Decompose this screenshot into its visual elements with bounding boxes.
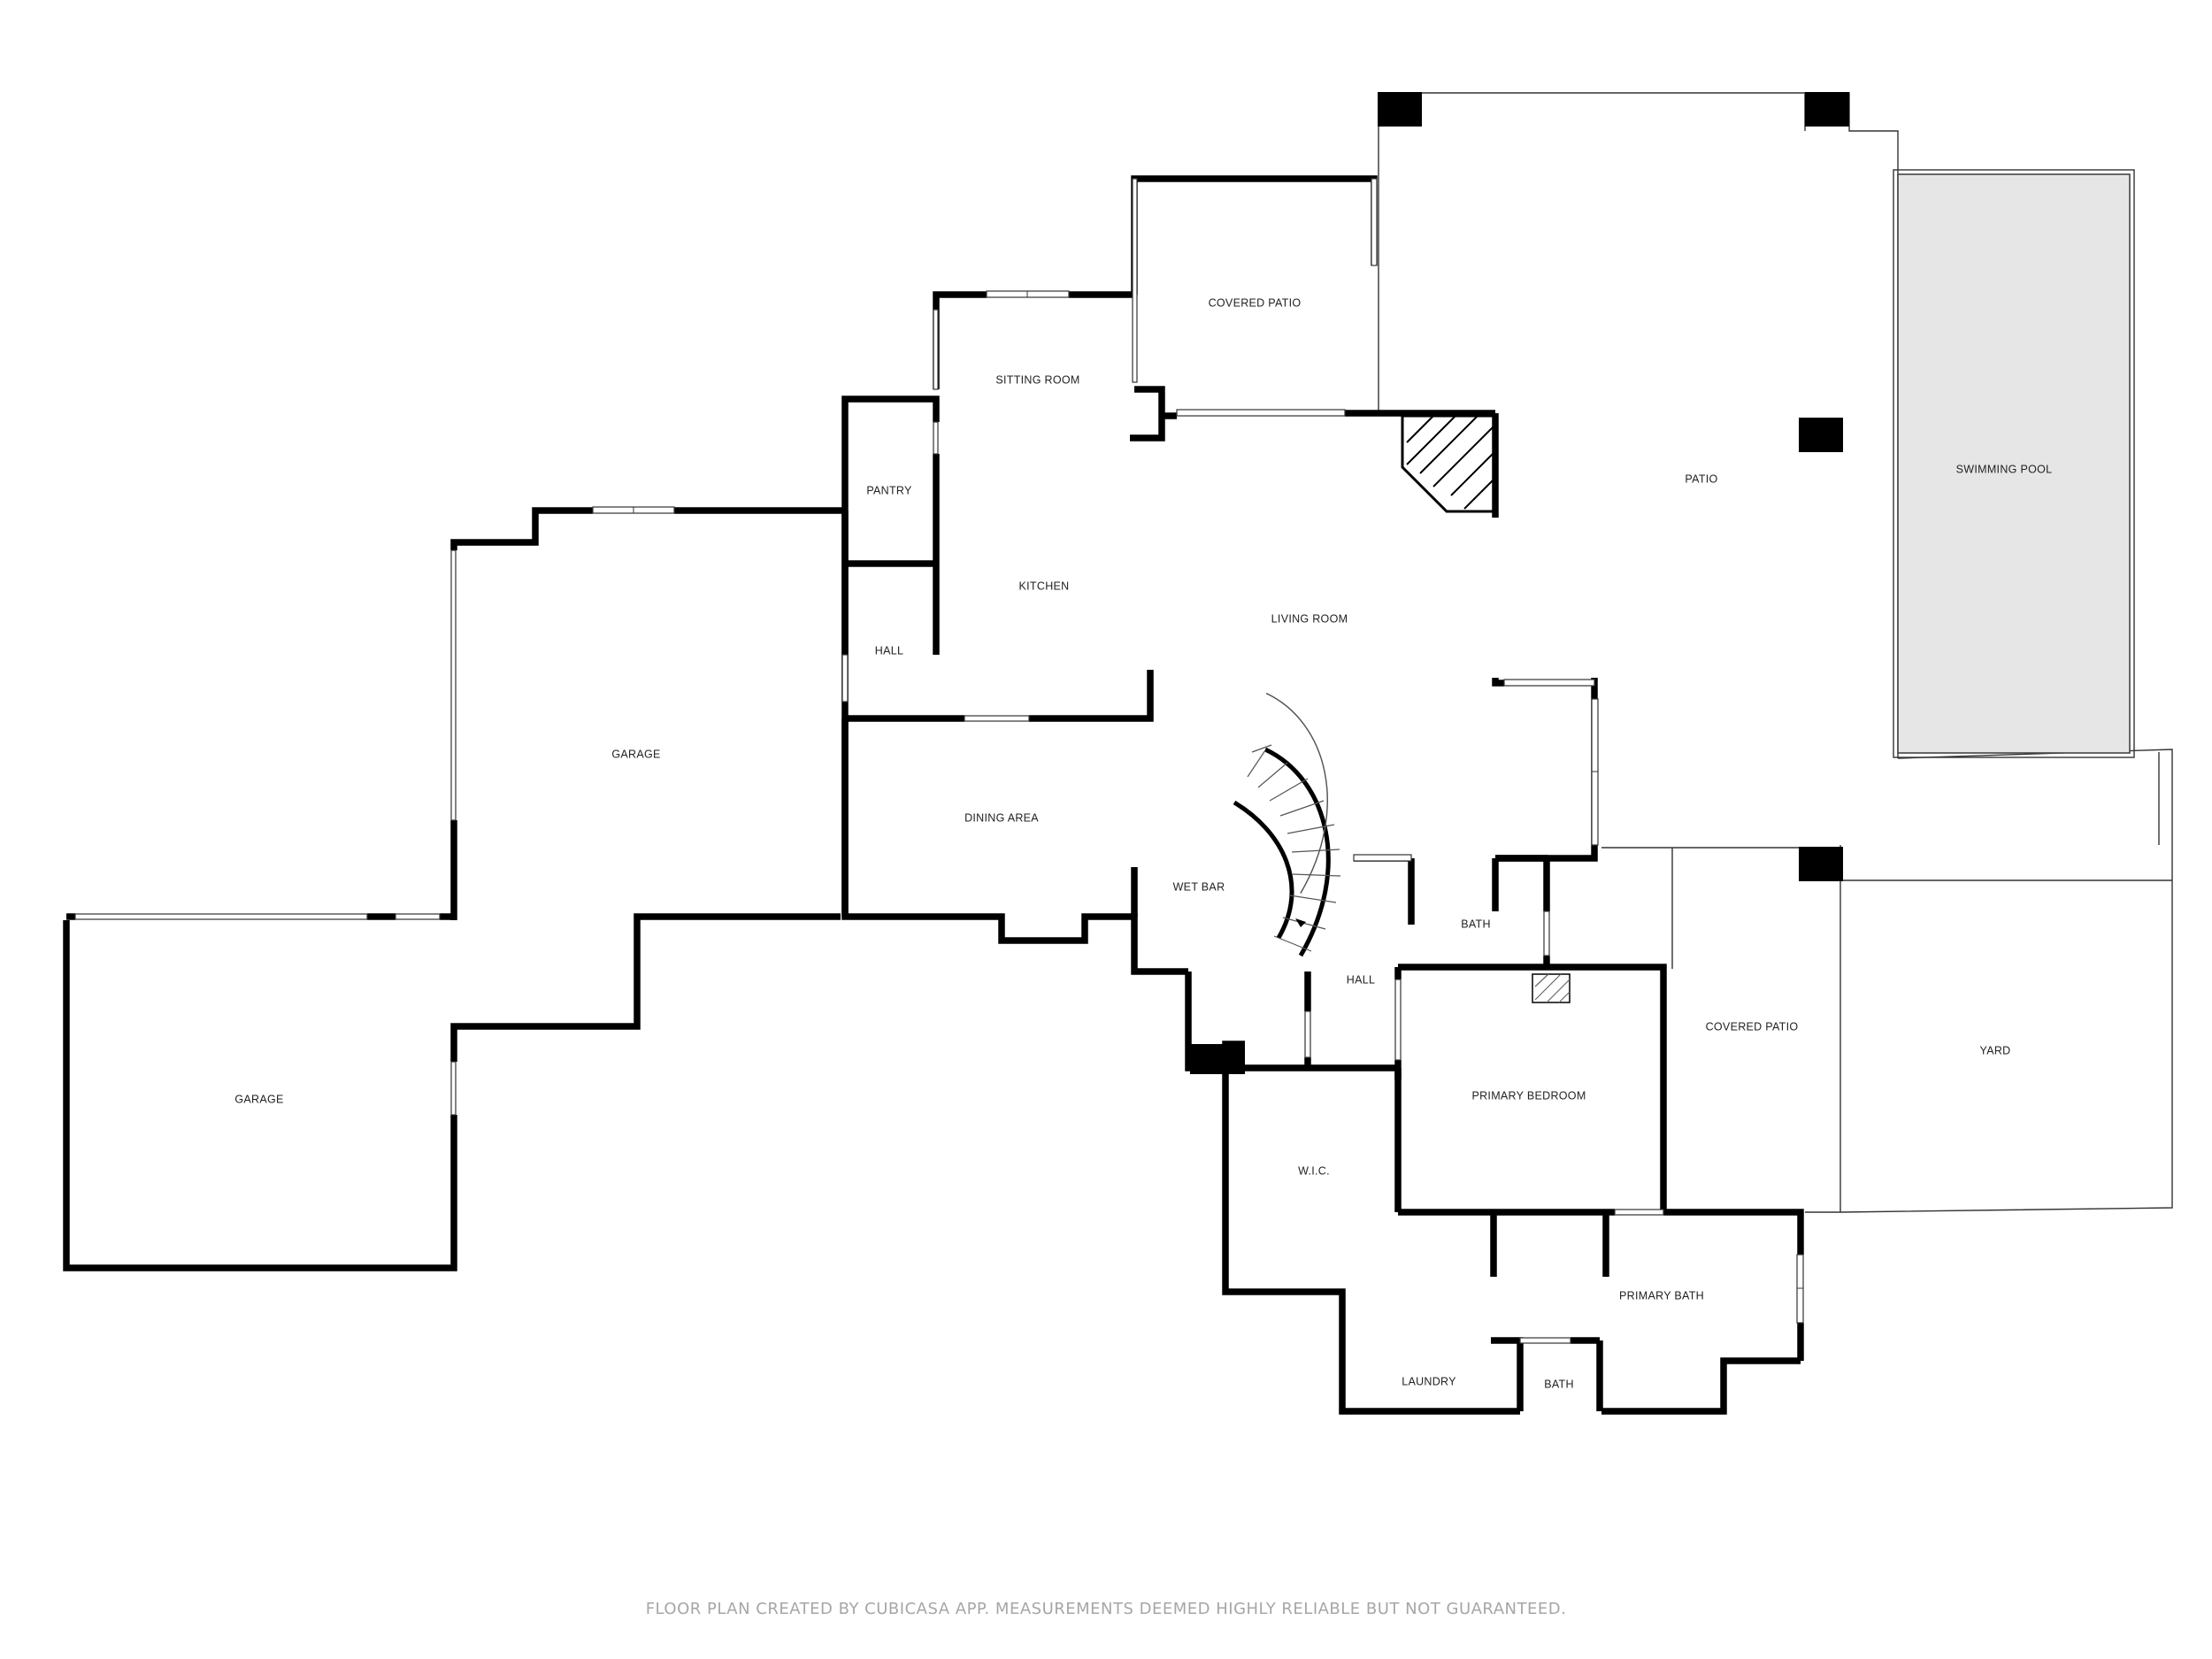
label-sitting-room: SITTING ROOM xyxy=(995,373,1079,386)
label-hall-east: HALL xyxy=(1347,973,1375,986)
label-laundry: LAUNDRY xyxy=(1402,1375,1456,1387)
label-patio: PATIO xyxy=(1685,472,1717,485)
label-primary-bedroom: PRIMARY BEDROOM xyxy=(1471,1089,1586,1102)
label-wet-bar: WET BAR xyxy=(1173,880,1225,893)
staircase xyxy=(1233,692,1341,957)
patio-columns xyxy=(1190,92,1849,1074)
label-bath-lower: BATH xyxy=(1544,1378,1574,1390)
fireplace-small xyxy=(1532,973,1571,1003)
label-swimming-pool: SWIMMING POOL xyxy=(1956,463,2053,475)
label-pantry: PANTRY xyxy=(866,484,912,496)
fireplace xyxy=(1401,414,1497,513)
label-wic: W.I.C. xyxy=(1298,1164,1330,1177)
swimming-pool xyxy=(1893,169,2135,758)
label-covered-patio-east: COVERED PATIO xyxy=(1706,1020,1799,1033)
room-labels: COVERED PATIO SITTING ROOM PATIO SWIMMIN… xyxy=(234,296,2052,1390)
label-primary-bath: PRIMARY BATH xyxy=(1619,1289,1704,1302)
label-garage-lower: GARAGE xyxy=(234,1093,283,1105)
footer-disclaimer: FLOOR PLAN CREATED BY CUBICASA APP. MEAS… xyxy=(646,1600,1567,1618)
label-covered-patio-north: COVERED PATIO xyxy=(1209,296,1302,309)
windows xyxy=(74,178,1804,1344)
label-living-room: LIVING ROOM xyxy=(1271,612,1348,625)
label-dining-area: DINING AREA xyxy=(964,811,1039,824)
label-bath-upper: BATH xyxy=(1461,918,1491,930)
label-kitchen: KITCHEN xyxy=(1019,580,1070,592)
label-hall-west: HALL xyxy=(875,644,903,657)
label-yard: YARD xyxy=(1979,1044,2010,1056)
label-garage-upper: GARAGE xyxy=(611,748,660,760)
